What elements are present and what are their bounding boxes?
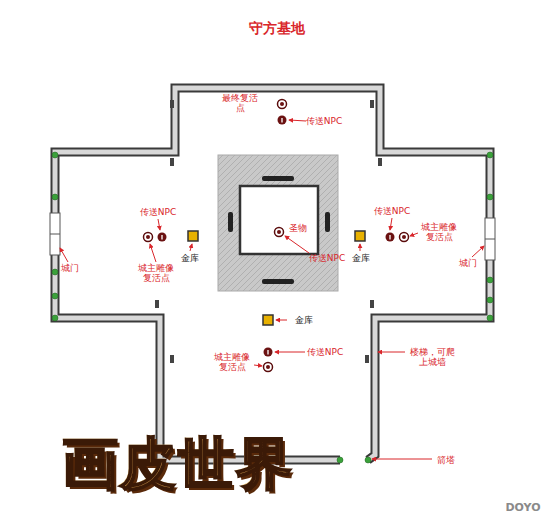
vault-label: 金库	[181, 253, 199, 263]
npc-label: 传送NPC	[309, 253, 345, 263]
stairs-label: 楼梯，可爬上城墙	[407, 347, 457, 368]
gate-label: 城门	[61, 263, 79, 273]
npc-label: 传送NPC	[374, 206, 410, 216]
npc-label: 传送NPC	[306, 116, 342, 126]
npc-label: 传送NPC	[307, 347, 343, 357]
npc-label: 传送NPC	[140, 207, 176, 217]
vault-label: 金库	[295, 315, 313, 325]
respawn-label: 城主雕像复活点	[419, 222, 459, 243]
vault-label: 金库	[352, 253, 370, 263]
tower-label: 箭塔	[437, 455, 455, 465]
map-title: 守方基地	[249, 20, 305, 36]
game-logo: 画皮世界	[62, 431, 294, 495]
respawn-label: 最终复活点	[220, 93, 260, 114]
respawn-label: 城主雕像复活点	[136, 263, 176, 284]
relic-label: 圣物	[289, 223, 307, 233]
gate-label: 城门	[459, 258, 477, 268]
respawn-label: 城主雕像复活点	[212, 352, 252, 373]
watermark: DOYO	[505, 502, 540, 515]
